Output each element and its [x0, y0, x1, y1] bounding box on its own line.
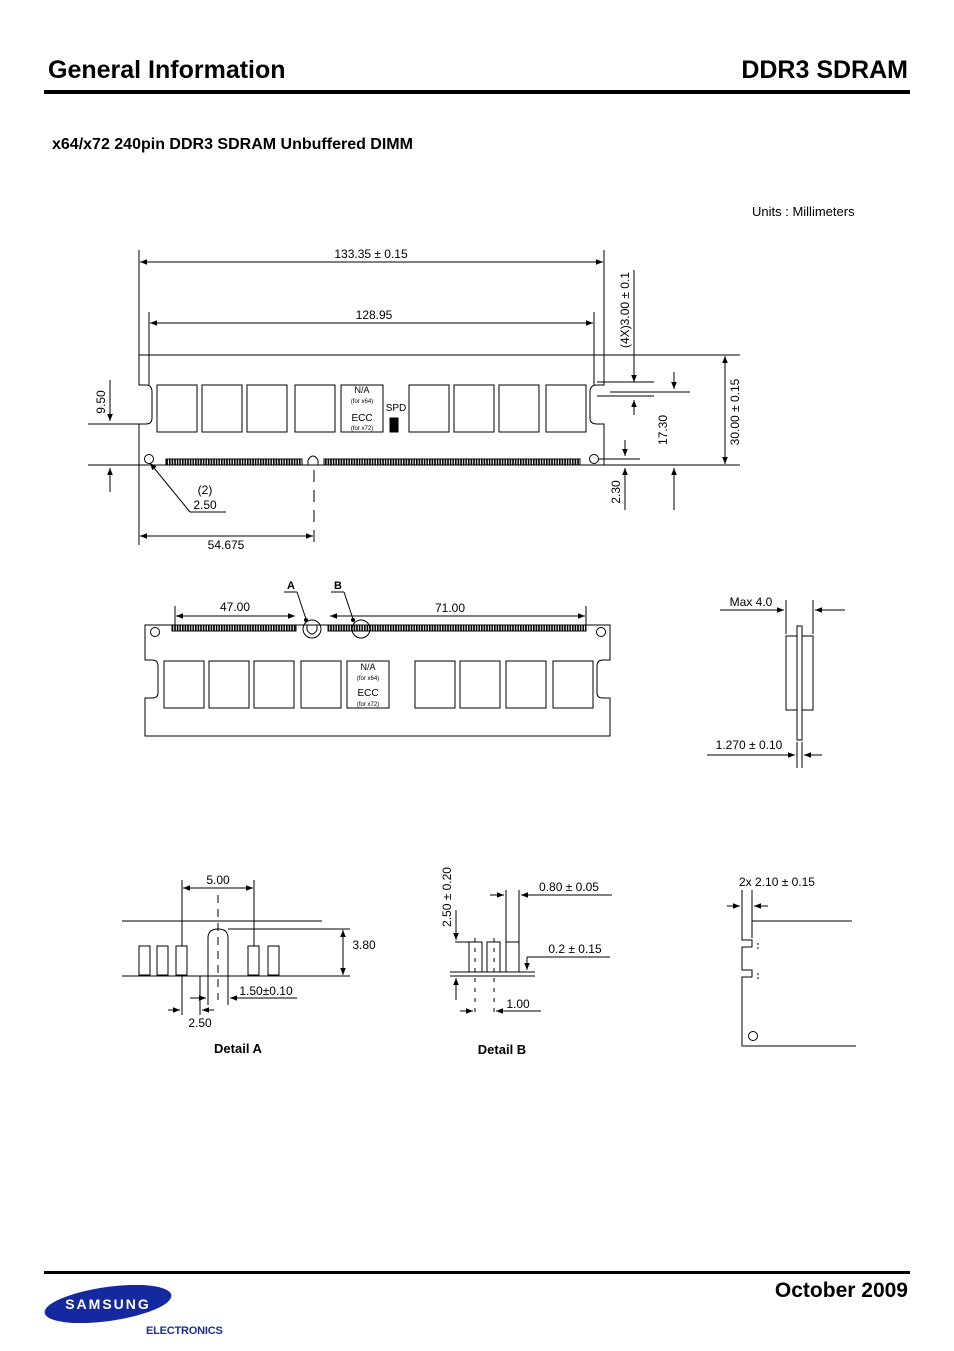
dim-key-position: 54.675 [208, 538, 245, 552]
front-hole-left [144, 454, 154, 464]
detail-a: 5.00 3.80 1.50±0.10 2.50 Detail A [122, 873, 376, 1056]
detail-b-label: B [334, 580, 342, 592]
back-hole-left [150, 627, 160, 637]
dim-left-height: 9.50 [94, 390, 108, 414]
detail-a-label: A [287, 580, 295, 592]
logo-text: SAMSUNG [65, 1296, 151, 1312]
front-view: N/A (for x64) ECC (for x72) SPD 133.35 ±… [88, 247, 742, 552]
ecc-chip-back [346, 660, 390, 709]
detail-a-marker [302, 619, 322, 639]
back-pins-left [171, 624, 297, 632]
detail-b-marker [351, 619, 371, 639]
front-chips [156, 384, 587, 433]
side-chip-left [785, 635, 798, 711]
back-chips [163, 660, 594, 709]
section-title: x64/x72 240pin DDR3 SDRAM Unbuffered DIM… [52, 136, 413, 153]
dim-height-notch: 17.30 [656, 415, 670, 445]
back-hole-right [596, 627, 606, 637]
side-pcb [796, 625, 803, 741]
logo-subtext: ELECTRONICS [146, 1325, 223, 1337]
dim-b-pad: 0.80 ± 0.05 [539, 880, 599, 894]
header-right-title: DDR3 SDRAM [741, 56, 908, 84]
header-left-title: General Information [48, 56, 286, 84]
dim-a-pitch: 2.50 [188, 1016, 212, 1030]
back-chip-ecc: ECC [357, 688, 378, 699]
dim-back-right: 71.00 [435, 601, 465, 615]
back-pcb-outline [144, 624, 611, 737]
front-key-notch [307, 455, 319, 465]
detail-a-title: Detail A [214, 1041, 263, 1056]
dim-b-gap: 0.2 ± 0.15 [548, 942, 602, 956]
detail-b-title: Detail B [478, 1042, 526, 1057]
front-chip-ecc: ECC [351, 413, 372, 424]
dim-b-height: 2.50 ± 0.20 [440, 867, 454, 927]
front-pins-right [323, 458, 581, 466]
back-chip-for-x64: (for x64) [357, 676, 379, 682]
footer-rule [44, 1271, 910, 1274]
back-pins-right [327, 624, 587, 632]
dim-height-total: 30.00 ± 0.15 [728, 378, 742, 445]
dim-a-height: 3.80 [352, 938, 376, 952]
edge-outline [741, 890, 856, 1047]
spd-chip [389, 417, 399, 433]
dim-width-overall: 133.35 ± 0.15 [334, 247, 408, 261]
ecc-chip-front [340, 384, 384, 433]
front-pins-left [165, 458, 303, 466]
detail-b: 2.50 ± 0.20 0.80 ± 0.05 0.2 ± 0.15 1.00 … [440, 867, 612, 1057]
dim-hole-dia: 2.50 [193, 498, 217, 512]
header-rule [44, 90, 910, 94]
front-chip-na: N/A [354, 385, 369, 395]
dim-a-width: 5.00 [206, 873, 230, 887]
back-chip-na: N/A [360, 662, 375, 672]
dim-pcb-thickness: 1.270 ± 0.10 [716, 738, 783, 752]
front-hole-right [589, 454, 599, 464]
footer-date: October 2009 [774, 1279, 908, 1302]
back-key-notch [306, 625, 318, 635]
back-view: N/A (for x64) ECC (for x72) A B 47.00 71… [144, 580, 611, 737]
dim-back-left: 47.00 [220, 600, 250, 614]
dim-hole-count: (2) [198, 483, 213, 497]
units-note: Units : Millimeters [752, 204, 855, 219]
dim-edge-notch: 2x 2.10 ± 0.15 [739, 875, 815, 889]
dim-notch-offset: (4X)3.00 ± 0.1 [618, 272, 632, 348]
side-view: Max 4.0 1.270 ± 0.10 [707, 595, 845, 768]
back-chip-for-x72: (for x72) [357, 702, 379, 708]
dim-b-pitch: 1.00 [506, 997, 530, 1011]
edge-detail: 2x 2.10 ± 0.15 [727, 875, 856, 1047]
samsung-logo: SAMSUNG [44, 1284, 172, 1324]
dim-max-thickness: Max 4.0 [730, 595, 773, 609]
front-chip-for-x72: (for x72) [351, 426, 373, 432]
side-chip-right [801, 635, 814, 711]
dim-hole-offset: 2.30 [609, 480, 623, 504]
edge-hole [748, 1031, 758, 1041]
dim-width-inner: 128.95 [356, 308, 393, 322]
spd-label: SPD [386, 403, 407, 414]
dim-a-slot: 1.50±0.10 [239, 984, 293, 998]
front-chip-for-x64: (for x64) [351, 399, 373, 405]
front-pcb-outline [138, 354, 605, 466]
